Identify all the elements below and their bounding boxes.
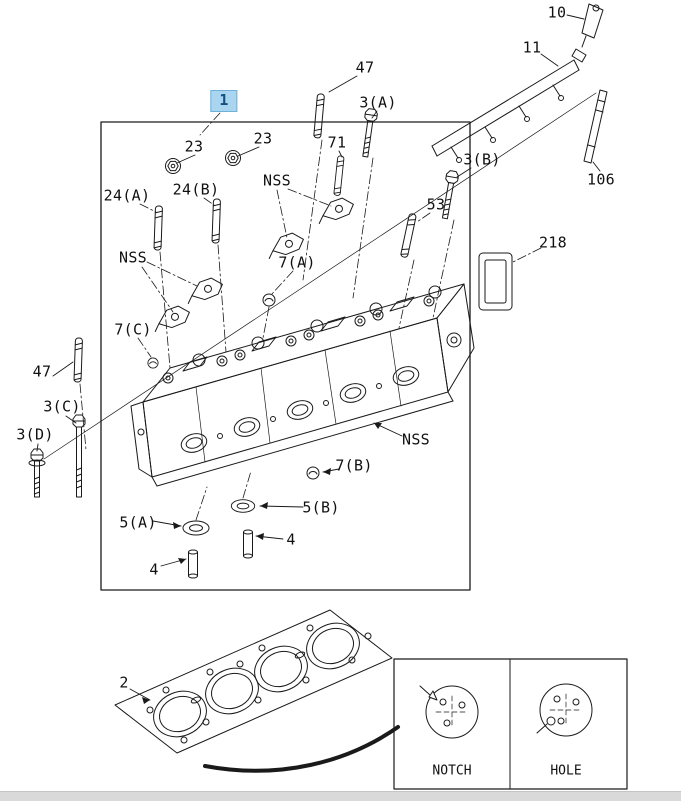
center-lines: [79, 112, 542, 521]
sweep-curve: [203, 725, 400, 773]
callout-nss-top: NSS: [263, 171, 291, 190]
callout-24b: 24(B): [172, 180, 220, 199]
callout-2: 2: [119, 673, 129, 692]
part-group-1-box: [100, 121, 471, 591]
inset-detail-art: [393, 658, 628, 790]
callout-7a: 7(A): [278, 253, 316, 272]
callout-4-right: 4: [286, 530, 296, 549]
callout-7b: 7(B): [335, 456, 373, 475]
inset-label-notch: NOTCH: [432, 763, 472, 779]
callout-23-right: 23: [253, 129, 273, 148]
part-11-art: [431, 48, 587, 163]
callout-3d: 3(D): [16, 425, 54, 444]
callout-218: 218: [539, 233, 567, 252]
fasteners-art: [28, 93, 460, 498]
inset-label-hole: HOLE: [550, 763, 582, 779]
rocker-arms-art: [151, 195, 357, 332]
callout-53: 53: [426, 195, 446, 214]
cylinder-head-art: [130, 283, 475, 487]
callout-4-left: 4: [149, 560, 159, 579]
part-218-art: [478, 252, 513, 311]
callout-23-left: 23: [184, 137, 204, 156]
leader-arrowheads: [142, 423, 382, 704]
callout-5a: 5(A): [119, 513, 157, 532]
page-bottom-strip: [0, 791, 681, 801]
callout-5b: 5(B): [302, 498, 340, 517]
part-2-gasket-art: [114, 609, 393, 754]
callout-1-selected[interactable]: 1: [210, 90, 238, 112]
part-10-art: [581, 3, 604, 48]
callout-3a: 3(A): [359, 93, 397, 112]
callout-10: 10: [547, 3, 567, 22]
callout-47-top: 47: [355, 58, 375, 77]
callout-3b: 3(B): [463, 150, 501, 169]
valve-parts-art: [182, 499, 256, 579]
callout-7c: 7(C): [114, 320, 152, 339]
callout-nss-right: NSS: [402, 430, 430, 449]
callout-71: 71: [327, 133, 347, 152]
callout-3c: 3(C): [43, 397, 81, 416]
callout-nss-left: NSS: [119, 248, 147, 267]
callout-11: 11: [522, 38, 542, 57]
leader-lines: [36, 14, 601, 701]
callout-106: 106: [587, 170, 615, 189]
part-106-art: [583, 89, 608, 164]
callout-24a: 24(A): [103, 186, 151, 205]
callout-47-left: 47: [32, 362, 52, 381]
